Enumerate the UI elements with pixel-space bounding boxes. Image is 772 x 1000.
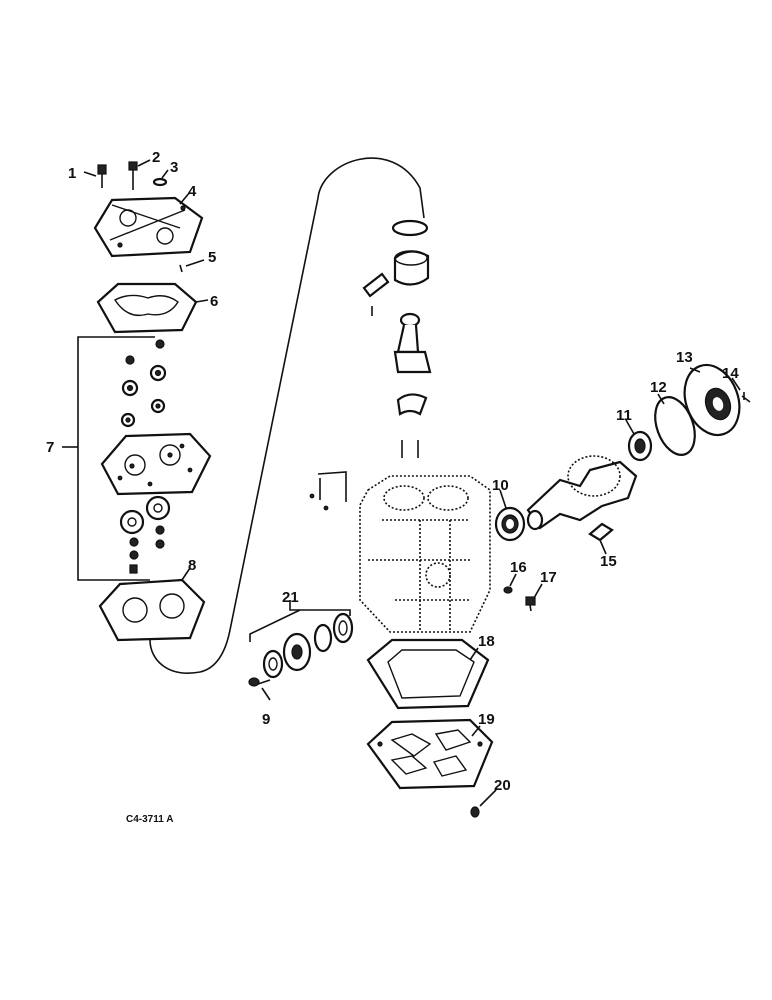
valve-plate-gasket-8 [98,578,206,642]
oil-tube [317,471,347,502]
callout-9: 9 [262,711,270,728]
bolt-17 [525,596,536,612]
callout-16: 16 [510,559,527,576]
callout-2: 2 [152,149,160,166]
crankcase [359,475,491,633]
callout-17: 17 [540,569,557,586]
dowel-pin-5 [179,264,183,273]
crankshaft [526,455,638,531]
callout-21: 21 [282,589,299,606]
piston [393,250,430,286]
leader-lines [83,159,741,807]
bearing-11 [627,430,653,462]
callout-19: 19 [478,711,495,728]
shaft-seal-kit-21 [249,600,354,679]
callout-3: 3 [170,159,178,176]
callout-8: 8 [188,557,196,574]
key-15 [588,522,614,542]
callout-13: 13 [676,349,693,366]
screw-14 [741,392,751,403]
callout-15: 15 [600,553,617,570]
callout-20: 20 [494,777,511,794]
callout-1: 1 [68,165,76,182]
connecting-rod [393,312,432,374]
callout-10: 10 [492,477,509,494]
callout-5: 5 [208,249,216,266]
rod-cap [396,393,428,416]
callout-14: 14 [722,365,739,382]
base-plate-19 [366,718,494,790]
head-gasket-6 [96,282,198,334]
callout-12: 12 [650,379,667,396]
valve-plate-assembly-7 [100,339,212,574]
washer-3 [152,177,168,187]
plug-16 [503,586,513,594]
piston-ring [391,219,429,237]
base-gasket-18 [366,638,490,710]
end-plate-13 [683,363,741,437]
callout-6: 6 [210,293,218,310]
bearing-10 [494,506,526,542]
bracket-7 [77,336,155,581]
wrist-pin [362,272,390,298]
head-bolt-2 [128,161,138,190]
callout-7: 7 [46,439,54,456]
callout-18: 18 [478,633,495,650]
head-bolt-1 [97,164,107,188]
callout-11: 11 [616,407,632,424]
bolt-20 [470,806,480,818]
cylinder-head-4 [93,196,204,258]
drawing-code: C4-3711 A [126,814,173,825]
callout-4: 4 [188,183,197,200]
bolt-9 [248,677,271,687]
connector-curve [149,157,425,674]
